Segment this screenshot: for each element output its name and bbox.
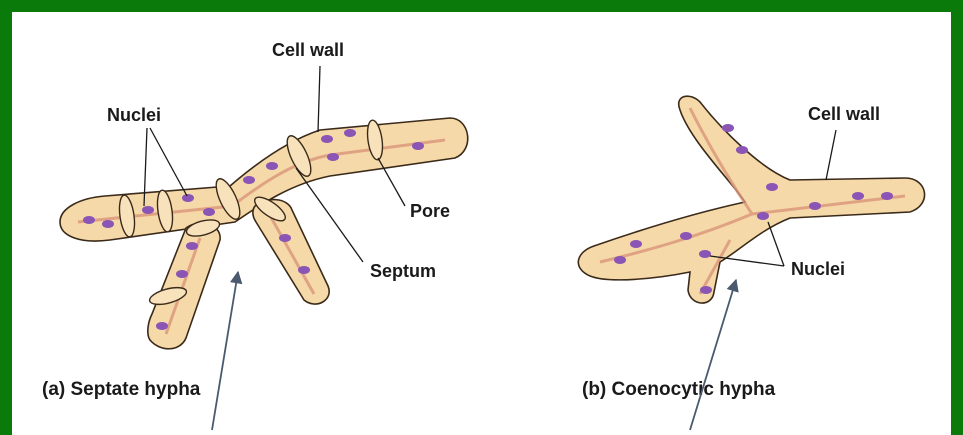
caption-coenocytic-hypha: (b) Coenocytic hypha — [582, 379, 776, 400]
caption-septate-hypha: (a) Septate hypha — [42, 379, 201, 400]
label-pore: Pore — [410, 201, 450, 221]
label-cell-wall-a: Cell wall — [272, 40, 344, 60]
label-nuclei-b: Nuclei — [791, 259, 845, 279]
pointer-arrows — [212, 272, 736, 430]
septate-hypha: Cell wall Nuclei Pore Septum (a) Septate… — [42, 40, 468, 400]
label-nuclei-a: Nuclei — [107, 105, 161, 125]
pointer-arrow-a — [212, 272, 238, 430]
coenocytic-hypha: Cell wall Nuclei (b) Coenocytic hypha — [578, 96, 924, 400]
label-septum: Septum — [370, 261, 436, 281]
branch-lower-right — [253, 200, 329, 304]
branch-lower-left — [148, 223, 220, 349]
label-cell-wall-b: Cell wall — [808, 104, 880, 124]
